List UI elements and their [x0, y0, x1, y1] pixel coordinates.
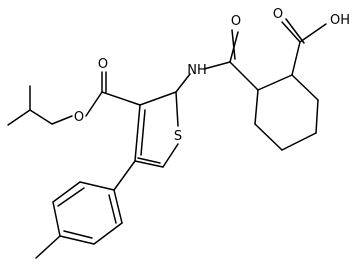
ester-carbonyl-oxygen-label: O	[98, 57, 108, 72]
thiophene-sulfur-label: S	[174, 129, 182, 144]
amide-carbonyl-oxygen-label: O	[231, 14, 241, 29]
ester-ether-oxygen-label: O	[74, 110, 84, 125]
acid-carbonyl-oxygen-label: O	[273, 7, 283, 22]
bond-lines	[7, 18, 327, 259]
amide-nh-label: NH	[187, 63, 207, 78]
acid-hydroxyl-label: OH	[330, 13, 350, 28]
